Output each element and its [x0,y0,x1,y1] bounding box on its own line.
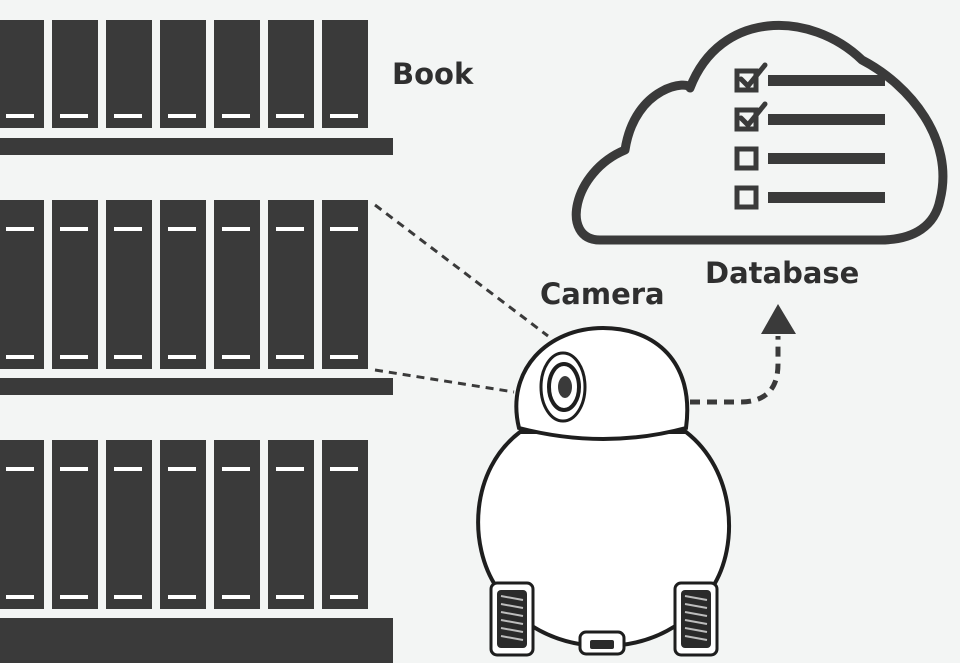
left-wheel [489,581,535,657]
book [52,20,98,128]
book [106,200,152,369]
robot-icon [476,325,731,657]
book [322,200,368,369]
book [160,20,206,128]
book [52,440,98,609]
camera-view-lines [374,203,549,394]
book-spine-mark [6,595,34,599]
shelf-plank [0,138,393,155]
book-spine-mark [222,595,250,599]
book-spine-mark [276,467,304,471]
book [268,440,314,609]
checklist-line [768,192,885,203]
camera-lens-icon [539,351,587,423]
book [106,20,152,128]
book [160,200,206,369]
book-spine-mark [6,355,34,359]
bookshelf-icon [0,20,393,663]
book-spine-mark [330,467,358,471]
book-spine-mark [222,355,250,359]
book-spine-mark [114,467,142,471]
book-spine-mark [60,467,88,471]
book-spine-mark [330,595,358,599]
book-spine-mark [330,114,358,118]
checkbox-empty-icon [734,146,759,171]
view-line-upper [374,203,549,338]
book-label: Book [392,57,474,91]
book-spine-mark [60,114,88,118]
book-spine-mark [114,595,142,599]
checkbox-checked-icon [734,101,768,132]
book-spine-mark [222,467,250,471]
book-spine-mark [114,227,142,231]
book-spine-mark [222,114,250,118]
checkbox-empty-icon [734,185,759,210]
checklist-line [768,75,885,86]
database-checklist [734,62,885,210]
book [106,440,152,609]
book-spine-mark [276,227,304,231]
book [214,20,260,128]
book [268,20,314,128]
book [214,200,260,369]
book [0,440,44,609]
checklist-line [768,153,885,164]
book [0,200,44,369]
book-spine-mark [168,355,196,359]
book-spine-mark [60,355,88,359]
book-spine-mark [168,114,196,118]
book-spine-mark [168,595,196,599]
shelf-plank [0,618,393,663]
book-spine-mark [276,114,304,118]
book [322,440,368,609]
book-spine-mark [168,227,196,231]
checkbox-checked-icon [734,62,768,93]
book [322,20,368,128]
book [214,440,260,609]
book-spine-mark [60,595,88,599]
book-spine-mark [276,595,304,599]
shelf-plank [0,378,393,395]
book-spine-mark [168,467,196,471]
book-spine-mark [114,355,142,359]
view-line-lower [374,368,515,394]
book-spine-mark [222,227,250,231]
book-spine-mark [60,227,88,231]
book-spine-mark [6,114,34,118]
book [0,20,44,128]
book [268,200,314,369]
robot-body [476,430,731,649]
book [52,200,98,369]
camera-label: Camera [540,277,665,311]
front-sensor [578,630,626,656]
book-spine-mark [114,114,142,118]
book-spine-mark [6,227,34,231]
book [160,440,206,609]
book-spine-mark [276,355,304,359]
book-spine-mark [330,227,358,231]
database-label: Database [705,256,860,290]
checklist-line [768,114,885,125]
arrow-up-icon [761,304,796,334]
upload-arrow [690,304,796,405]
book-spine-mark [330,355,358,359]
book-spine-mark [6,467,34,471]
cloud-database-icon [571,20,948,245]
right-wheel [673,581,719,657]
